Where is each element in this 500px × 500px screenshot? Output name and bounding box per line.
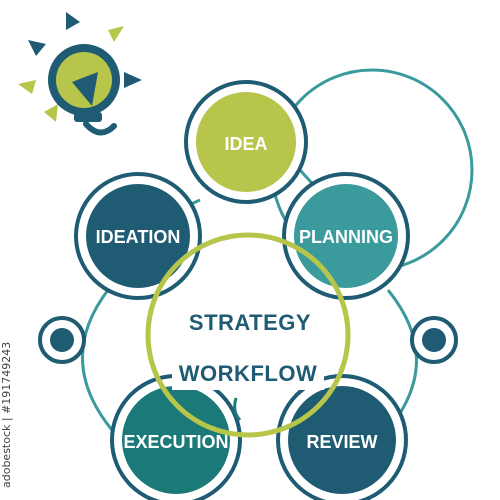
node-idea-label: IDEA [224, 134, 267, 154]
node-idea: IDEA [184, 80, 308, 204]
node-review: REVIEW [276, 374, 408, 500]
bulb-ray-top-right [108, 26, 124, 42]
lightbulb-icon [18, 12, 142, 136]
node-planning-label: PLANNING [299, 227, 393, 247]
node-planning: PLANNING [282, 172, 410, 300]
center-title-line1: STRATEGY [189, 310, 311, 335]
right-connector-dot [410, 316, 458, 364]
node-ideation-label: IDEATION [96, 227, 181, 247]
node-review-label: REVIEW [306, 432, 377, 452]
bulb-ray-left [18, 80, 36, 94]
left-connector [81, 289, 114, 431]
left-connector-dot [38, 316, 86, 364]
bulb-filament [72, 72, 98, 106]
bulb-ray-bottom-left [44, 104, 58, 122]
bulb-cap [83, 121, 117, 136]
bulb-ray-top [66, 12, 80, 30]
bulb-ray-top-left [28, 40, 46, 56]
node-execution: EXECUTION [110, 374, 242, 500]
center-ring [145, 232, 351, 438]
bulb-base [74, 112, 102, 122]
bulb-ray-right [124, 72, 142, 88]
center-title-line2: WORKFLOW [179, 361, 317, 386]
center-ring-pointer [233, 397, 242, 422]
node-execution-label: EXECUTION [123, 432, 228, 452]
node-ideation: IDEATION [74, 172, 202, 300]
stock-id-watermark: adobestock | #191749243 [0, 342, 13, 488]
